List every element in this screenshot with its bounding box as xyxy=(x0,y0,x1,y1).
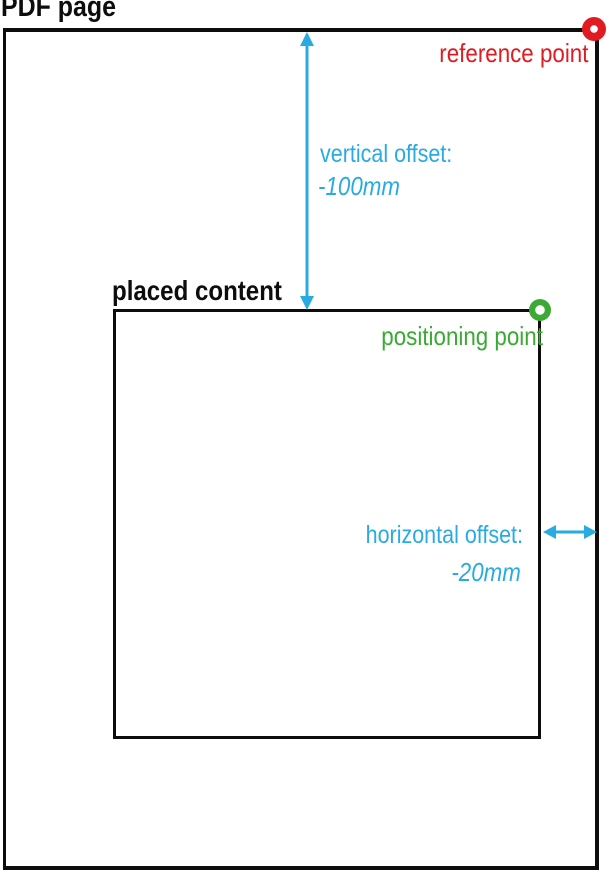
pdf-page-rect xyxy=(3,28,599,870)
positioning-point-marker-icon xyxy=(529,299,551,321)
reference-point-marker-icon xyxy=(582,17,606,41)
placed-content-rect xyxy=(113,309,541,739)
vertical-offset-arrow-icon xyxy=(300,32,314,310)
positioning-point-label: positioning point xyxy=(381,321,543,351)
horizontal-offset-arrow-icon xyxy=(543,525,597,539)
vertical-offset-value: -100mm xyxy=(318,171,401,201)
placed-content-label: placed content xyxy=(112,275,282,306)
horizontal-offset-label: horizontal offset: xyxy=(365,521,523,549)
pdf-page-label: PDF page xyxy=(1,0,117,23)
horizontal-offset-value: -20mm xyxy=(451,557,521,587)
vertical-offset-label: vertical offset: xyxy=(320,140,453,168)
reference-point-label: reference point xyxy=(438,38,588,68)
